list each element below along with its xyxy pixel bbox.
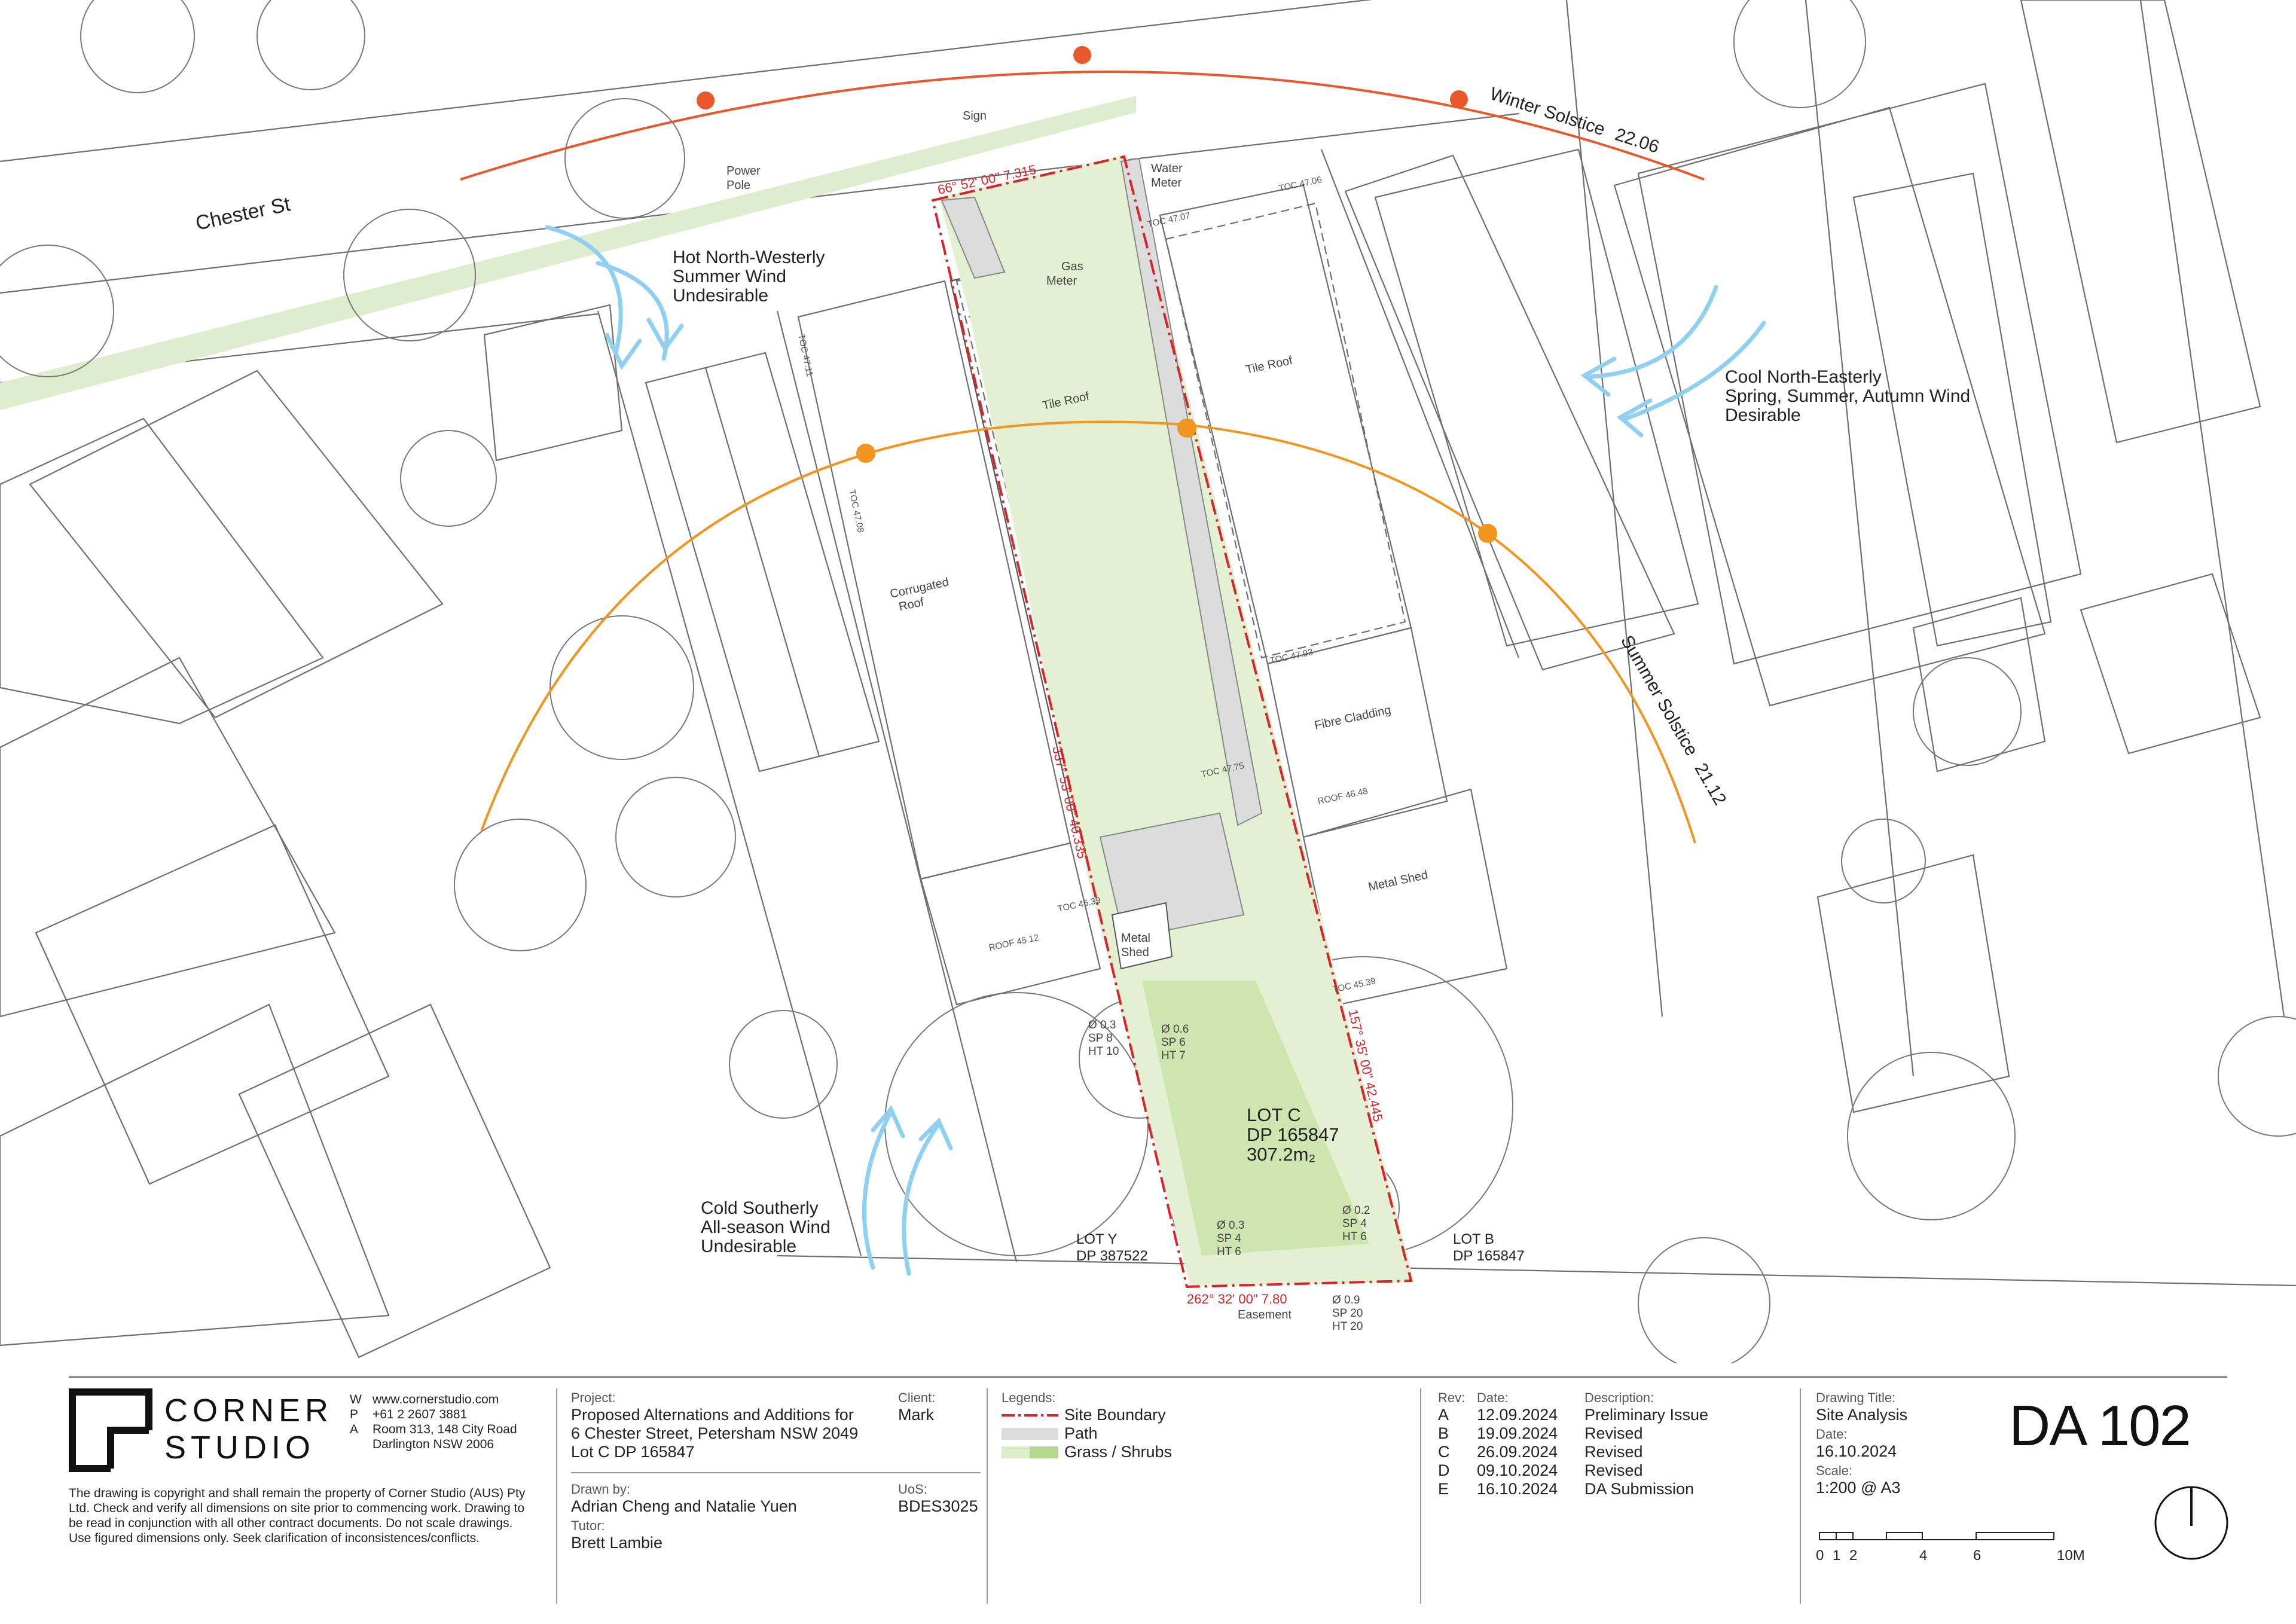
- drawn-by-value: Adrian Cheng and Natalie Yuen: [571, 1497, 797, 1515]
- legend-grass-shrubs: Grass / Shrubs: [1002, 1443, 1172, 1461]
- drawn-by-label: Drawn by:: [571, 1482, 631, 1497]
- svg-text:10M: 10M: [2057, 1547, 2085, 1564]
- wind-ne-label: Cool North-Easterly Spring, Summer, Autu…: [1725, 367, 1976, 425]
- site-plan: 66° 52' 00" 7.315 337° 53' 00" 40.335 15…: [0, 0, 2296, 1363]
- lot-c-label: LOT C DP 165847 307.2m₂: [1247, 1104, 1344, 1165]
- dim-south: 262° 32' 00" 7.80: [1187, 1292, 1287, 1306]
- date-label: Date:: [1816, 1427, 1848, 1442]
- svg-text:4: 4: [1919, 1547, 1927, 1564]
- revision-row: C 26.09.2024 Revised: [1438, 1443, 1643, 1461]
- drawing-title: Site Analysis: [1816, 1406, 1908, 1424]
- revision-row: A 12.09.2024 Preliminary Issue: [1438, 1406, 1709, 1424]
- spot-level: TOC 47.11: [796, 333, 815, 377]
- revision-row: D 09.10.2024 Revised: [1438, 1461, 1643, 1479]
- wind-s-label: Cold Southerly All-season Wind Undesirab…: [701, 1198, 835, 1256]
- drawing-number: DA 102: [2009, 1394, 2191, 1458]
- spot-level: TOC 45.39: [1057, 895, 1101, 914]
- svg-text:1: 1: [1833, 1547, 1840, 1564]
- uos-value: BDES3025: [898, 1497, 978, 1515]
- client-label: Client:: [898, 1390, 936, 1405]
- scale-label: Scale:: [1816, 1463, 1853, 1478]
- wind-s-arrow: [862, 1110, 893, 1270]
- uos-label: UoS:: [898, 1482, 927, 1497]
- project-line-1: Proposed Alternations and Additions for: [571, 1406, 854, 1424]
- winter-sun-path: [460, 71, 1705, 181]
- client-value: Mark: [898, 1406, 934, 1424]
- spot-level: ROOF 45.12: [988, 933, 1040, 953]
- svg-text:6: 6: [1973, 1547, 1981, 1564]
- easement-label: Easement: [1238, 1308, 1292, 1321]
- corrugated-roof-label: CorrugatedRoof: [889, 576, 952, 615]
- fibre-cladding-label: Fibre Cladding: [1313, 703, 1392, 732]
- tutor-value: Brett Lambie: [571, 1534, 663, 1552]
- street-name: Chester St: [194, 193, 293, 235]
- svg-text:0: 0: [1816, 1547, 1824, 1564]
- scale-value: 1:200 @ A3: [1816, 1479, 1901, 1497]
- lot-b-label: LOT B DP 165847: [1453, 1231, 1525, 1264]
- svg-text:2: 2: [1849, 1547, 1857, 1564]
- tile-roof-label-right: Tile Roof: [1244, 354, 1294, 377]
- project-line-2: 6 Chester Street, Petersham NSW 2049: [571, 1424, 859, 1442]
- corner-studio-logo: [69, 1388, 152, 1472]
- revision-row: E 16.10.2024 DA Submission: [1438, 1480, 1694, 1498]
- sign-label: Sign: [963, 109, 987, 123]
- wind-nw-label: Hot North-Westerly Summer Wind Undesirab…: [673, 248, 830, 306]
- revision-table: Rev: Date: Description: A 12.09.2024 Pre…: [1438, 1390, 1709, 1498]
- project-label: Project:: [571, 1390, 616, 1405]
- project-line-3: Lot C DP 165847: [571, 1443, 695, 1461]
- revision-row: B 19.09.2024 Revised: [1438, 1424, 1643, 1442]
- tutor-label: Tutor:: [571, 1518, 605, 1533]
- date-value: 16.10.2024: [1816, 1442, 1897, 1460]
- disclaimer: The drawing is copyright and shall remai…: [69, 1486, 526, 1545]
- site-boundary: [931, 155, 1413, 1289]
- scale-bar: 0 1 2 4 6 10M: [1816, 1532, 2085, 1564]
- company-name: CORNER STUDIO: [164, 1393, 334, 1466]
- legend-path: Path: [1002, 1424, 1172, 1443]
- spot-level: TOC 45.39: [1332, 976, 1376, 995]
- metal-shed-right-label: Metal Shed: [1367, 868, 1429, 894]
- summer-sun-path: [480, 420, 1696, 844]
- legends-label: Legends:: [1002, 1390, 1056, 1405]
- north-arrow-icon: [2154, 1486, 2228, 1560]
- lot-y-label: LOT Y DP 387522: [1076, 1231, 1148, 1264]
- spot-level: TOC 47.08: [847, 489, 866, 533]
- legend-site-boundary: Site Boundary: [1002, 1406, 1166, 1424]
- wind-nw-arrow: [545, 225, 623, 355]
- spot-level: ROOF 46.48: [1317, 786, 1369, 807]
- spot-level: TOC 47.06: [1278, 175, 1323, 194]
- drawing-title-label: Drawing Title:: [1816, 1390, 1896, 1405]
- wind-ne-arrow: [1588, 285, 1718, 379]
